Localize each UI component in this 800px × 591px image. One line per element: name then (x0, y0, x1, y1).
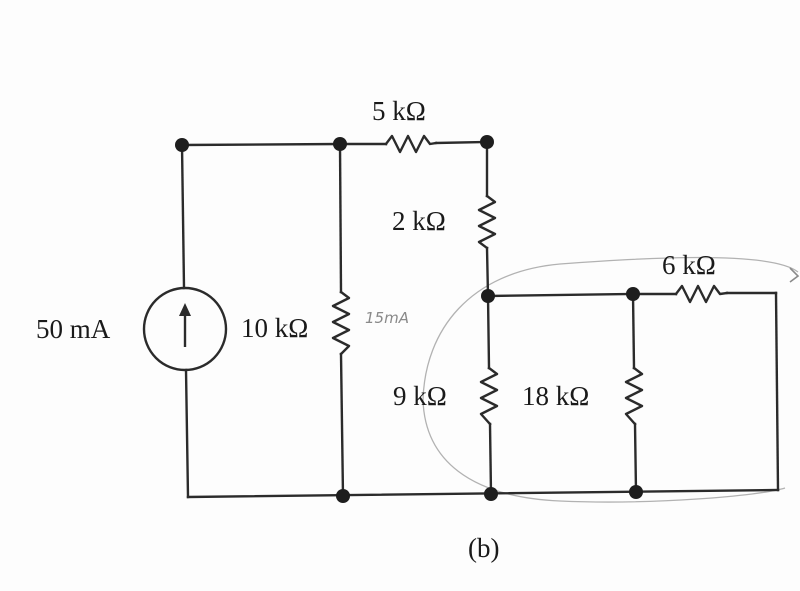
resistor-2k-symbol (477, 194, 497, 250)
node-bottom-9k (484, 487, 498, 501)
handwritten-current-note: 15mA (365, 309, 409, 327)
label-18k-resistor: 18 kΩ (522, 381, 589, 411)
current-source-symbol (142, 286, 228, 372)
wires (180, 140, 780, 499)
label-10k-resistor: 10 kΩ (241, 313, 308, 343)
node-top-left (175, 138, 189, 152)
wire-top-left (180, 142, 342, 147)
resistor-6k-symbol (674, 284, 729, 304)
wire-2k-bottom (485, 246, 490, 298)
label-9k-resistor: 9 kΩ (393, 381, 447, 411)
node-bottom-10k (336, 489, 350, 503)
label-current-source: 50 mA (36, 314, 111, 344)
resistor-10k-symbol (331, 290, 351, 356)
resistor-5k-symbol (384, 134, 438, 154)
node-top-mid (333, 137, 347, 151)
node-bottom-18k (629, 485, 643, 499)
resistor-18k-symbol (624, 366, 644, 426)
label-6k-resistor: 6 kΩ (662, 250, 716, 280)
pencil-ellipse-annotation (422, 256, 799, 503)
wire-top-5k-to-c (434, 140, 489, 145)
pencil-arrow-tick (789, 267, 800, 283)
wire-mid-d-to-e (486, 292, 635, 298)
node-mid-left (481, 289, 495, 303)
wire-18k-top (631, 292, 636, 370)
wire-source-bottom (184, 368, 190, 499)
wire-9k-bottom (488, 422, 493, 496)
wire-10k-bottom (339, 352, 345, 498)
wire-10k-top (338, 142, 343, 294)
wire-right-vertical (774, 291, 780, 492)
arrowhead-icon (179, 303, 191, 316)
node-top-right (480, 135, 494, 149)
resistor-9k-symbol (479, 366, 499, 426)
wire-source-top (180, 143, 186, 290)
wire-bottom (186, 488, 780, 499)
wire-9k-top (486, 294, 491, 370)
figure-caption: (b) (468, 533, 499, 563)
wire-18k-bottom (633, 422, 638, 494)
junction-nodes (175, 135, 643, 503)
label-5k-resistor: 5 kΩ (372, 96, 426, 126)
label-2k-resistor: 2 kΩ (392, 206, 446, 236)
node-mid-right (626, 287, 640, 301)
